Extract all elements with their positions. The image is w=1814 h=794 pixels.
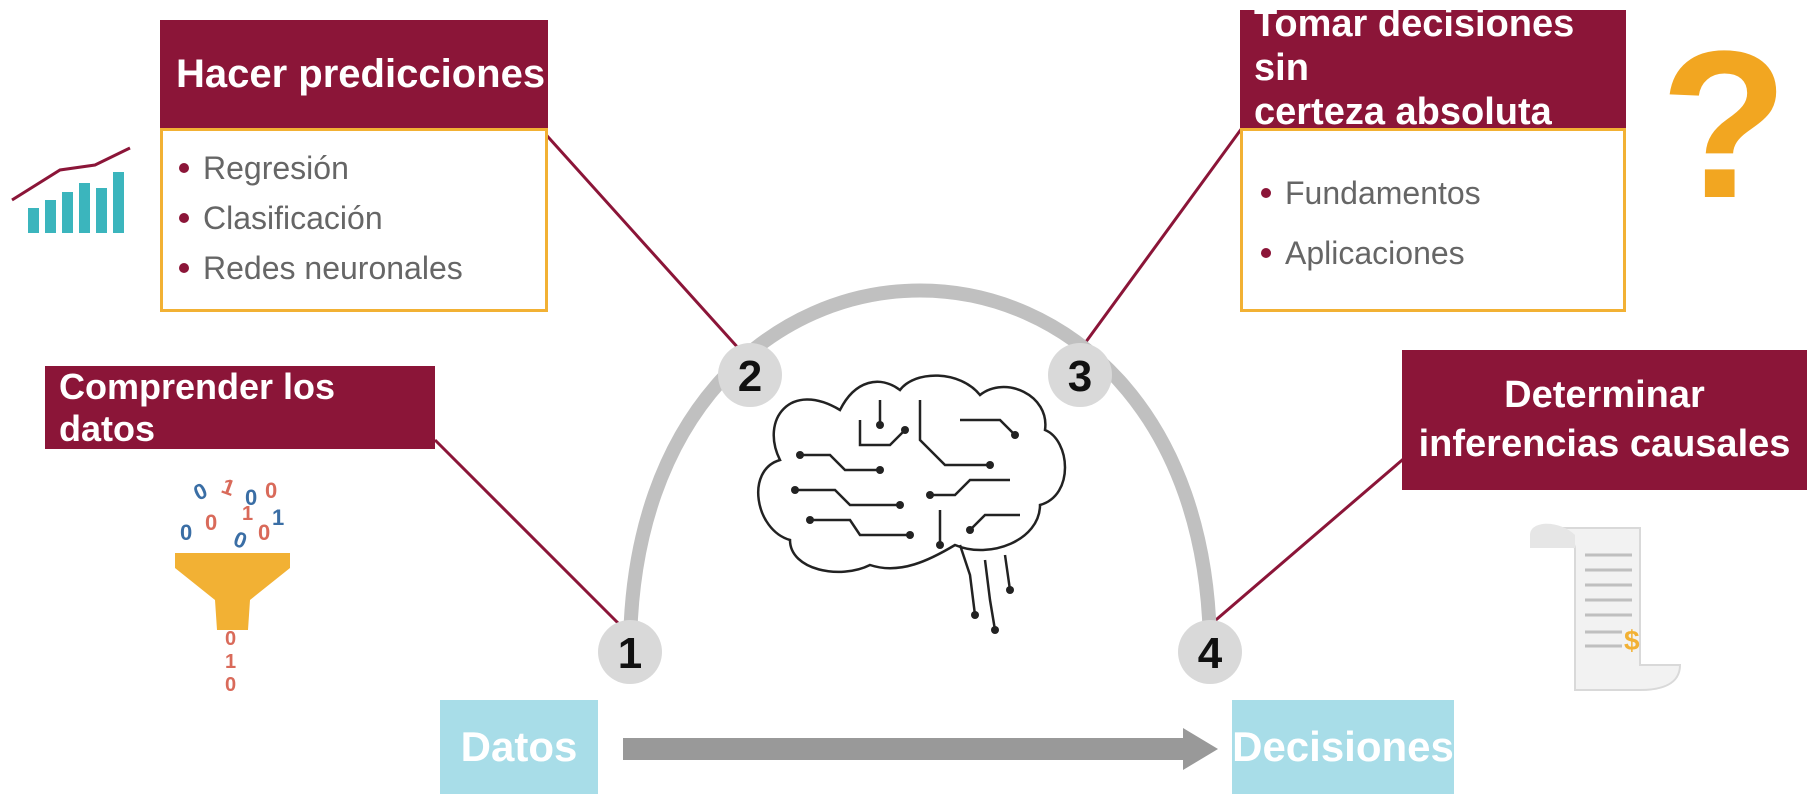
- step3-header: Tomar decisiones sin certeza absoluta: [1240, 3, 1626, 133]
- question-mark-icon: ?: [1660, 7, 1789, 242]
- connector-2: [538, 126, 742, 352]
- step2-item: Redes neuronales: [179, 243, 545, 293]
- bullet-dot: [1261, 248, 1271, 258]
- funnel-digit: 0: [180, 520, 192, 545]
- brain-circuit-icon: [756, 374, 1067, 634]
- step3-title-line2: certeza absoluta: [1254, 90, 1552, 133]
- datos-pill: Datos: [440, 700, 598, 794]
- funnel-digit: 1: [272, 505, 284, 530]
- step-marker-4: 4: [1178, 620, 1242, 684]
- funnel-digit: 0: [230, 526, 250, 554]
- funnel-digit: 0: [258, 520, 270, 545]
- step2-header: Hacer predicciones: [160, 20, 548, 128]
- step-marker-3: 3: [1048, 343, 1112, 407]
- dollar-sign: $: [1624, 625, 1640, 656]
- step2-item: Regresión: [179, 143, 545, 193]
- step3-items-box: Fundamentos Aplicaciones: [1240, 128, 1626, 312]
- step3-item-label: Aplicaciones: [1285, 234, 1465, 271]
- step3-item: Aplicaciones: [1261, 223, 1623, 283]
- datos-label: Datos: [460, 723, 578, 770]
- connector-3: [1078, 127, 1244, 351]
- process-arc: [623, 283, 1217, 653]
- funnel-digit: 1: [242, 503, 253, 525]
- connector-4: [1209, 453, 1409, 627]
- step-number-4: 4: [1198, 629, 1223, 678]
- connector-1: [433, 438, 622, 627]
- step3-item: Fundamentos: [1261, 163, 1623, 223]
- funnel-output-digit: 0: [225, 674, 236, 696]
- step4-title-line1: Determinar: [1504, 373, 1705, 416]
- bullet-dot: [1261, 188, 1271, 198]
- flow-arrow: [623, 728, 1218, 770]
- step-marker-2: 2: [718, 343, 782, 407]
- step2-item-label: Clasificación: [203, 199, 383, 236]
- step-number-1: 1: [618, 629, 642, 678]
- step1-header: Comprender los datos: [45, 366, 435, 449]
- funnel-digit: 0: [190, 478, 212, 506]
- step2-item: Clasificación: [179, 193, 545, 243]
- step-number-3: 3: [1068, 352, 1092, 401]
- step-number-2: 2: [738, 352, 762, 401]
- step4-title-line2: inferencias causales: [1418, 423, 1791, 465]
- bar-chart-icon: [11, 146, 131, 233]
- step1-title: Comprender los datos: [59, 365, 336, 449]
- funnel-digit: 0: [205, 510, 217, 535]
- decisiones-pill: Decisiones: [1232, 700, 1454, 794]
- funnel-digit: 0: [265, 478, 277, 503]
- step4-header: Determinar inferencias causales: [1402, 350, 1807, 490]
- funnel-output-digit: 1: [225, 651, 236, 673]
- funnel-icon: 0 1 0 0 1 0 0 0 1 0 0 1 0: [175, 473, 290, 696]
- step-marker-1: 1: [598, 620, 662, 684]
- bullet-dot: [179, 213, 189, 223]
- step3-title-line1: Tomar decisiones sin: [1254, 3, 1575, 90]
- funnel-output-digit: 0: [225, 628, 236, 650]
- step2-item-label: Regresión: [203, 149, 349, 186]
- bullet-dot: [179, 263, 189, 273]
- step2-item-label: Redes neuronales: [203, 249, 463, 286]
- funnel-digit: 1: [218, 473, 238, 501]
- bullet-dot: [179, 163, 189, 173]
- step2-title: Hacer predicciones: [176, 51, 546, 96]
- step3-item-label: Fundamentos: [1285, 174, 1481, 211]
- receipt-icon: $: [1530, 523, 1682, 691]
- decisiones-label: Decisiones: [1232, 723, 1454, 770]
- step2-items-box: Regresión Clasificación Redes neuronales: [160, 128, 548, 312]
- funnel-digit: 0: [245, 485, 257, 510]
